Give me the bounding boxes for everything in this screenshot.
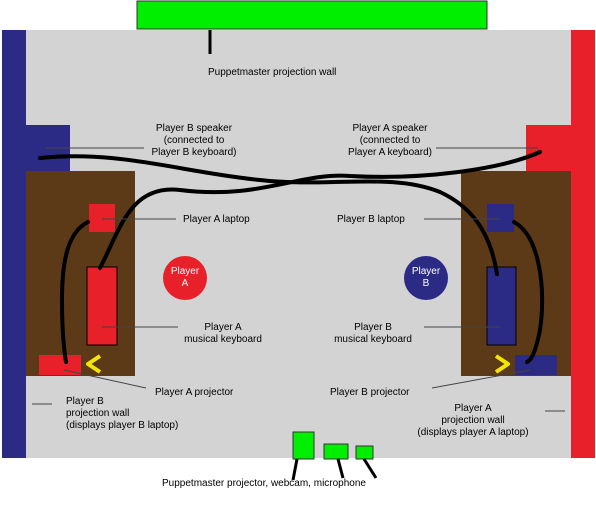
player-b-keyboard xyxy=(486,266,517,346)
player-a-avatar: Player A xyxy=(163,256,207,300)
puppetmaster-projector xyxy=(292,431,315,460)
player-a-speaker-label: Player A speaker (connected to Player A … xyxy=(348,123,432,158)
puppetmaster-equipment-label: Puppetmaster projector, webcam, micropho… xyxy=(162,478,366,489)
player-b-laptop xyxy=(487,204,514,232)
speaker-cable-b xyxy=(38,154,499,276)
player-a-projection-wall-label: Player A projection wall (displays playe… xyxy=(417,403,529,438)
player-a-laptop xyxy=(89,204,115,232)
player-b-projector-label: Player B projector xyxy=(330,387,410,398)
equipment-pointer-3 xyxy=(362,458,378,479)
player-b-projection-wall xyxy=(2,30,26,458)
player-b-projection-wall-label: Player B projection wall (displays playe… xyxy=(66,396,179,431)
player-a-projection-wall xyxy=(571,30,595,458)
player-a-projector-arrow xyxy=(86,354,102,374)
player-b-speaker-label: Player B speaker (connected to Player B … xyxy=(151,123,237,158)
speaker-cable-a xyxy=(98,150,542,270)
player-a-laptop-label: Player A laptop xyxy=(183,214,250,225)
equipment-pointer-2 xyxy=(336,458,345,479)
player-a-projector-label: Player A projector xyxy=(155,387,234,398)
player-a-laptop-projector-cable xyxy=(59,220,90,364)
webcam xyxy=(323,443,349,460)
player-b-projector xyxy=(515,355,557,375)
ptr-a-projector xyxy=(63,369,147,389)
cables xyxy=(38,150,545,364)
player-a-keyboard-label: Player A musical keyboard xyxy=(184,322,262,345)
ptr-b-projector xyxy=(431,369,531,389)
player-a-projector xyxy=(39,355,81,375)
player-b-laptop-label: Player B laptop xyxy=(337,214,405,225)
player-b-avatar: Player B xyxy=(404,256,448,300)
player-a-stage xyxy=(26,171,135,376)
player-b-laptop-projector-cable xyxy=(512,220,545,364)
pointer-lines xyxy=(32,147,565,412)
puppetmaster-projection-screen xyxy=(136,0,488,30)
microphone xyxy=(355,445,374,460)
player-b-keyboard-label: Player B musical keyboard xyxy=(334,322,412,345)
player-b-projector-arrow xyxy=(494,354,510,374)
player-a-keyboard xyxy=(86,266,118,346)
puppetmaster-wall-label: Puppetmaster projection wall xyxy=(208,67,337,78)
equipment-pointer-1 xyxy=(291,458,299,481)
